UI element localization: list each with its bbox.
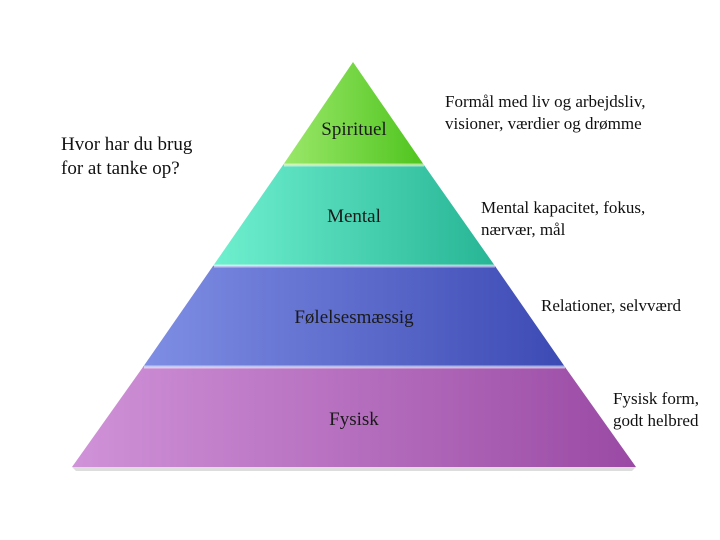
question-line-1: Hvor har du brug xyxy=(61,134,193,155)
level-label-fysisk: Fysisk xyxy=(329,409,379,430)
level-folelsesmaessig xyxy=(143,266,565,367)
note-line: nærvær, mål xyxy=(481,220,566,239)
note-spirituel: Formål med liv og arbejdsliv, visioner, … xyxy=(445,91,646,135)
note-folelsesmaessig: Relationer, selvværd xyxy=(541,295,681,317)
note-line: visioner, værdier og drømme xyxy=(445,114,642,133)
level-label-folelsesmaessig: Følelsesmæssig xyxy=(294,307,414,328)
level-mental xyxy=(213,165,495,266)
note-line: Relationer, selvværd xyxy=(541,296,682,315)
note-line: Fysisk form, xyxy=(613,389,699,408)
level-fysisk xyxy=(72,367,636,467)
level-label-mental: Mental xyxy=(327,206,381,227)
note-line: Mental kapacitet, fokus, xyxy=(481,198,646,217)
note-mental: Mental kapacitet, fokus, nærvær, mål xyxy=(481,197,645,241)
note-line: Formål med liv og arbejdsliv, xyxy=(445,92,646,111)
note-line: godt helbred xyxy=(613,411,699,430)
question-line-2: for at tanke op? xyxy=(61,158,180,179)
pyramid-shadow xyxy=(72,467,636,471)
level-spirituel xyxy=(283,62,424,165)
note-fysisk: Fysisk form, godt helbred xyxy=(613,388,699,432)
level-label-spirituel: Spirituel xyxy=(321,119,386,140)
question-text: Hvor har du brug for at tanke op? xyxy=(61,133,192,181)
